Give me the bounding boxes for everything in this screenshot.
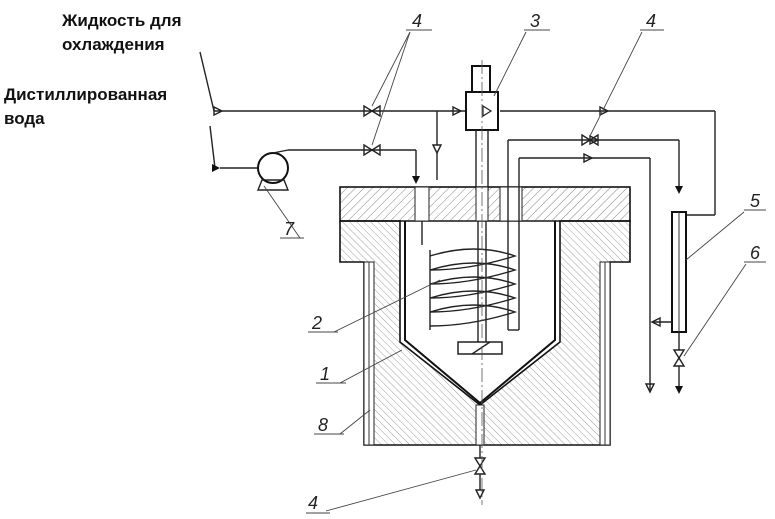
valve-coil-line xyxy=(581,133,599,147)
callout-6: 6 xyxy=(750,243,761,263)
callout-2: 2 xyxy=(311,313,322,333)
pump-7 xyxy=(256,149,290,191)
cooling-liquid-label-line2: охлаждения xyxy=(62,35,165,54)
reactor-vessel-1 xyxy=(339,220,631,446)
distilled-water-line xyxy=(209,125,420,184)
callout-1: 1 xyxy=(320,364,330,384)
flowmeter-5 xyxy=(650,211,687,394)
leader-lines xyxy=(263,29,766,514)
callout-5: 5 xyxy=(750,191,761,211)
stirrer-shaft xyxy=(457,221,503,355)
valve-bottom-drain xyxy=(473,445,487,500)
cooling-liquid-line xyxy=(199,51,716,216)
cooling-coil-2 xyxy=(421,134,683,394)
callout-7: 7 xyxy=(284,219,295,239)
callout-4-top-left: 4 xyxy=(412,11,422,31)
valve-distilled-water xyxy=(363,143,381,157)
valve-cooling-line xyxy=(363,104,381,118)
reactor-lid xyxy=(339,186,631,222)
distilled-water-label-line1: Дистиллированная xyxy=(4,85,167,104)
callout-8: 8 xyxy=(318,415,328,435)
distilled-water-label-line2: вода xyxy=(4,109,45,128)
callout-4-bottom: 4 xyxy=(308,493,318,513)
callout-4-top-right: 4 xyxy=(646,11,656,31)
cooling-liquid-label-line1: Жидкость для xyxy=(61,11,182,30)
callout-3: 3 xyxy=(530,11,540,31)
